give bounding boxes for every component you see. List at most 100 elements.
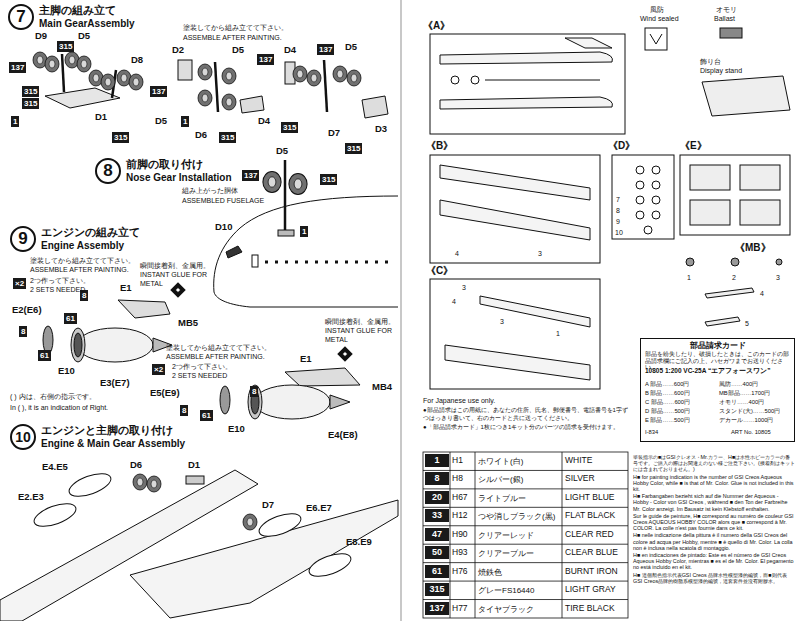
- sprue-letter: 《C》: [426, 265, 453, 277]
- card-text: オモリ……400円: [719, 399, 792, 406]
- table-cell: シルバー(銀): [478, 475, 523, 484]
- part-number: D2: [172, 45, 184, 56]
- color-number: 47: [425, 528, 449, 541]
- parts-sprues: [430, 28, 790, 389]
- step-title: 前脚の取り付け: [126, 158, 232, 171]
- color-callout: 61: [38, 350, 51, 361]
- color-callout: 315: [22, 86, 39, 97]
- note-text: 組み上がった胴体: [182, 187, 238, 195]
- part-number: 5: [745, 320, 749, 328]
- table-cell: FLAT BLACK: [565, 511, 615, 521]
- step-title: 主脚の組み立て: [39, 4, 135, 17]
- part-number: 9: [616, 218, 620, 226]
- part-number: 1: [556, 330, 560, 338]
- table-cell: ライトブルー: [478, 494, 526, 503]
- part-number: E6.E7: [306, 503, 332, 514]
- step-title: Nose Gear Installation: [126, 172, 232, 184]
- note-text: ●「部品請求カード」1枚につき1キット分のパーツの請求を受付けます。: [423, 424, 631, 432]
- color-number: 50: [425, 546, 449, 559]
- part-number: MB4: [372, 382, 392, 393]
- part-number: 4: [452, 298, 456, 306]
- paint-note: H■ en indicaciones de pintado: Este es e…: [633, 552, 795, 571]
- card-text: 10805 1:200 VC-25A “エアフォースワン”: [645, 367, 790, 375]
- color-number: 8: [19, 326, 27, 337]
- part-number: D5: [232, 45, 244, 56]
- part-number: D5: [78, 31, 90, 42]
- step-heading: 8 前脚の取り付けNose Gear Installation: [95, 158, 232, 184]
- note-text: 風防: [650, 6, 664, 14]
- color-number: 315: [425, 583, 449, 596]
- card-text: I-834: [645, 429, 705, 436]
- part-number: D10: [215, 222, 232, 233]
- table-cell: 焼鉄色: [478, 568, 502, 577]
- note-text: 2つ作って下さい。: [172, 363, 232, 371]
- step-title: Main GearAssembly: [39, 18, 135, 30]
- part-number: E10: [228, 424, 245, 435]
- note-text: 塗装してから組み立てて下さい。: [166, 344, 271, 352]
- part-number: E5(E9): [150, 388, 180, 399]
- main-gear-drawing: [33, 52, 388, 118]
- table-cell: WHITE: [565, 456, 592, 466]
- paint-note: 塗装指示の■はGSIクレオス・Mr.カラー、H■は水性ホビーカラーの番号です。ご…: [633, 454, 795, 473]
- color-number: 1: [300, 226, 308, 237]
- table-cell: つや消しブラック(黒): [478, 512, 555, 521]
- color-number: 315: [112, 132, 129, 143]
- card-text: MB部品……1700円: [719, 390, 792, 397]
- table-cell: CLEAR RED: [565, 530, 614, 540]
- note-text: INSTANT GLUE FOR: [140, 271, 207, 279]
- part-number: D9: [35, 31, 47, 42]
- color-number: 8: [425, 472, 449, 485]
- part-number: 4: [455, 250, 459, 258]
- color-number: 8: [180, 405, 188, 416]
- table-cell: H1: [452, 456, 463, 466]
- part-number: D6: [195, 130, 207, 141]
- table-cell: TIRE BLACK: [565, 604, 615, 614]
- card-text: スタンド(大)……500円: [719, 408, 792, 415]
- color-callout: 1: [181, 116, 189, 127]
- color-number: 61: [38, 350, 51, 361]
- table-cell: グレーFS16440: [478, 586, 534, 595]
- page-gutter: [400, 0, 402, 621]
- color-number: 315: [320, 174, 337, 185]
- card-text: D 部品……500円: [645, 408, 717, 415]
- color-number: 1: [181, 116, 189, 127]
- table-cell: クリアーブルー: [478, 549, 534, 558]
- note-text: 2 SETS NEEDED: [172, 372, 227, 380]
- color-callout: ×2: [152, 364, 165, 375]
- part-number: D6: [130, 460, 142, 471]
- color-callout: 137: [242, 170, 259, 181]
- color-callout: 137: [150, 86, 167, 97]
- step-number: 9: [10, 226, 36, 252]
- color-number: 315: [281, 122, 298, 133]
- part-number: 3: [500, 318, 504, 326]
- table-cell: SILVER: [565, 474, 595, 484]
- step-number: 8: [95, 158, 121, 184]
- color-number: 137: [257, 54, 274, 65]
- color-number: 137: [242, 170, 259, 181]
- table-cell: H77: [452, 604, 468, 614]
- color-callout: 61: [64, 313, 77, 324]
- paint-note: H■ Farbangaben bezieht sich auf die Numm…: [633, 493, 795, 512]
- color-callout: 315: [219, 132, 236, 143]
- color-number: 137: [9, 62, 26, 73]
- note-text: 塗装してから組み立てて下さい。: [183, 24, 288, 32]
- color-number: 8: [250, 386, 258, 397]
- step-heading: 9エンジンの組み立てEngine Assembly: [10, 226, 140, 252]
- color-callout: 137: [9, 62, 26, 73]
- color-callout: 137: [317, 44, 334, 55]
- part-number: D4: [258, 116, 270, 127]
- note-text: オモリ: [716, 6, 737, 14]
- color-number: 1: [425, 454, 449, 467]
- color-number-box: 315: [425, 583, 449, 596]
- color-number-box: 20: [425, 491, 449, 504]
- part-number: E1: [300, 354, 312, 365]
- part-number: E2(E6): [12, 305, 42, 316]
- step-title: エンジンの組み立て: [41, 226, 140, 239]
- color-number-box: 137: [425, 602, 449, 615]
- color-number: 315: [22, 98, 39, 109]
- color-callout: 315: [320, 174, 337, 185]
- color-callout: 8: [180, 405, 188, 416]
- color-number: ×2: [152, 364, 165, 375]
- step-number: 10: [10, 424, 36, 450]
- color-number-box: 47: [425, 528, 449, 541]
